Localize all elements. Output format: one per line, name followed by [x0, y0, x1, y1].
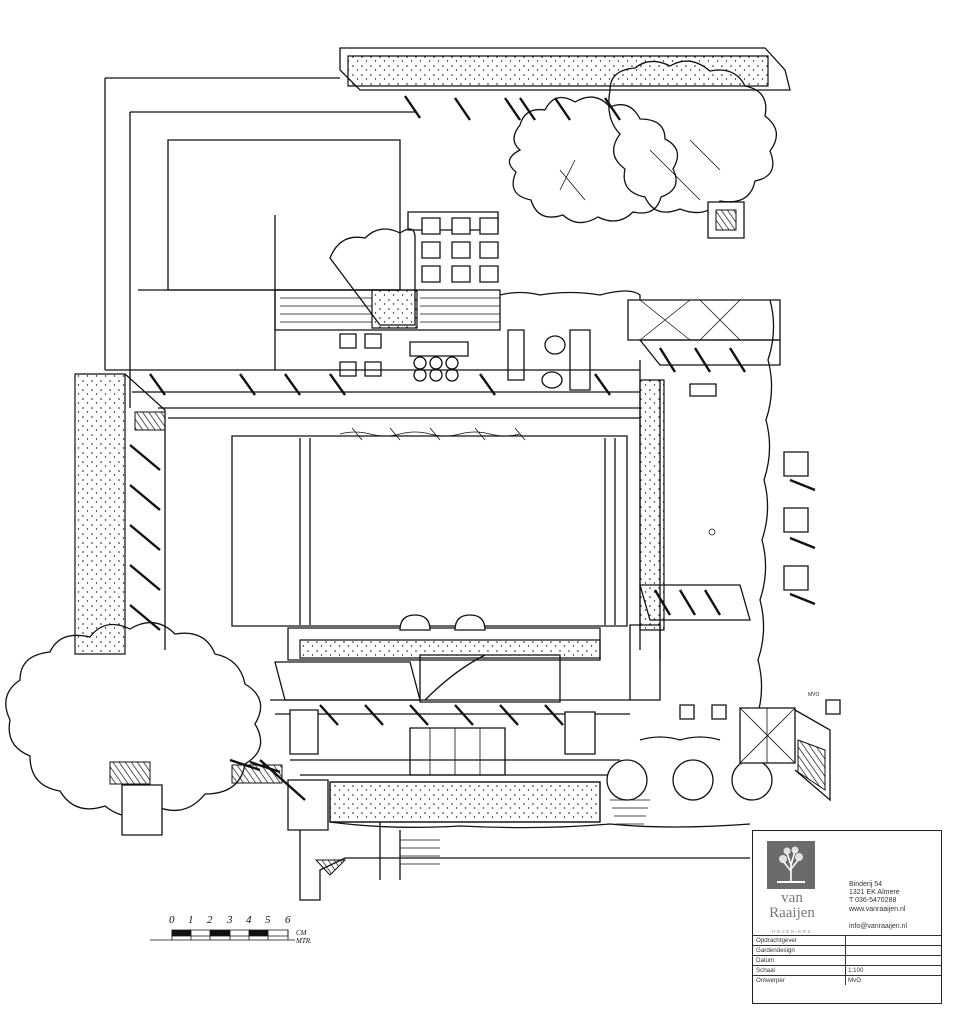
left-wall	[75, 374, 165, 654]
address-city: 1321 EK Almere	[849, 889, 900, 897]
row-value: MvO	[848, 977, 862, 984]
company-logo: van Raaijen HOVENIERS	[763, 839, 821, 939]
bottom-hedge	[300, 782, 750, 900]
logo-name-line1: van	[781, 890, 803, 906]
main-transverse-beam	[132, 370, 640, 418]
mvo-marker: MVO	[808, 692, 820, 698]
scale-tick-6: 6	[285, 914, 291, 926]
house-outline	[105, 78, 415, 408]
logo-name-line2: Raaijen	[769, 905, 815, 921]
tree-bottom-left	[6, 623, 328, 835]
row-label: Gardendesign	[756, 947, 795, 954]
bottom-right-seating	[607, 700, 840, 800]
row-label: Opdrachtgever	[756, 937, 797, 944]
scale-unit: CM MTR.	[296, 929, 312, 945]
logo-tagline: HOVENIERS	[771, 929, 812, 934]
row-label: Schaal	[756, 967, 775, 974]
dining-set	[340, 330, 590, 390]
address-street: Binderij 54	[849, 881, 883, 888]
scale-tick-4: 4	[246, 914, 252, 926]
upper-terrace	[275, 212, 640, 330]
row-value: 1:100	[848, 967, 864, 974]
tree-logo-icon	[767, 841, 815, 889]
row-label: Datum	[756, 957, 775, 964]
central-lawn	[232, 428, 627, 626]
title-block-rows: Opdrachtgever Gardendesign Datum Schaal 1…	[753, 935, 941, 985]
row-label: Ontwerper	[756, 977, 785, 984]
row-opdrachtgever: Opdrachtgever	[753, 935, 941, 945]
scale-tick-0: 0	[169, 914, 175, 926]
scale-bar	[150, 930, 295, 940]
scale-unit-bottom: MTR.	[296, 937, 312, 945]
top-pergola-beam	[340, 48, 790, 120]
lower-terraces	[270, 615, 660, 775]
scale-tick-3: 3	[227, 914, 233, 926]
row-gardendesign: Gardendesign	[753, 945, 941, 955]
right-hedge	[640, 300, 815, 720]
right-pergola	[628, 300, 780, 620]
row-ontwerper: Ontwerper MvO	[753, 975, 941, 985]
scale-tick-2: 2	[207, 914, 213, 926]
scale-tick-5: 5	[265, 914, 271, 926]
address-email: info@vanraaijen.nl	[849, 923, 908, 930]
logo-wordmark: van Raaijen	[763, 891, 821, 921]
row-datum: Datum	[753, 955, 941, 965]
row-schaal: Schaal 1:100	[753, 965, 941, 975]
address-phone: T 036-5470288	[849, 897, 897, 905]
scale-unit-top: CM	[296, 929, 307, 937]
address-web: www.vanraaijen.nl	[849, 905, 906, 913]
tree-top-right	[509, 61, 776, 238]
scale-tick-1: 1	[188, 914, 194, 926]
